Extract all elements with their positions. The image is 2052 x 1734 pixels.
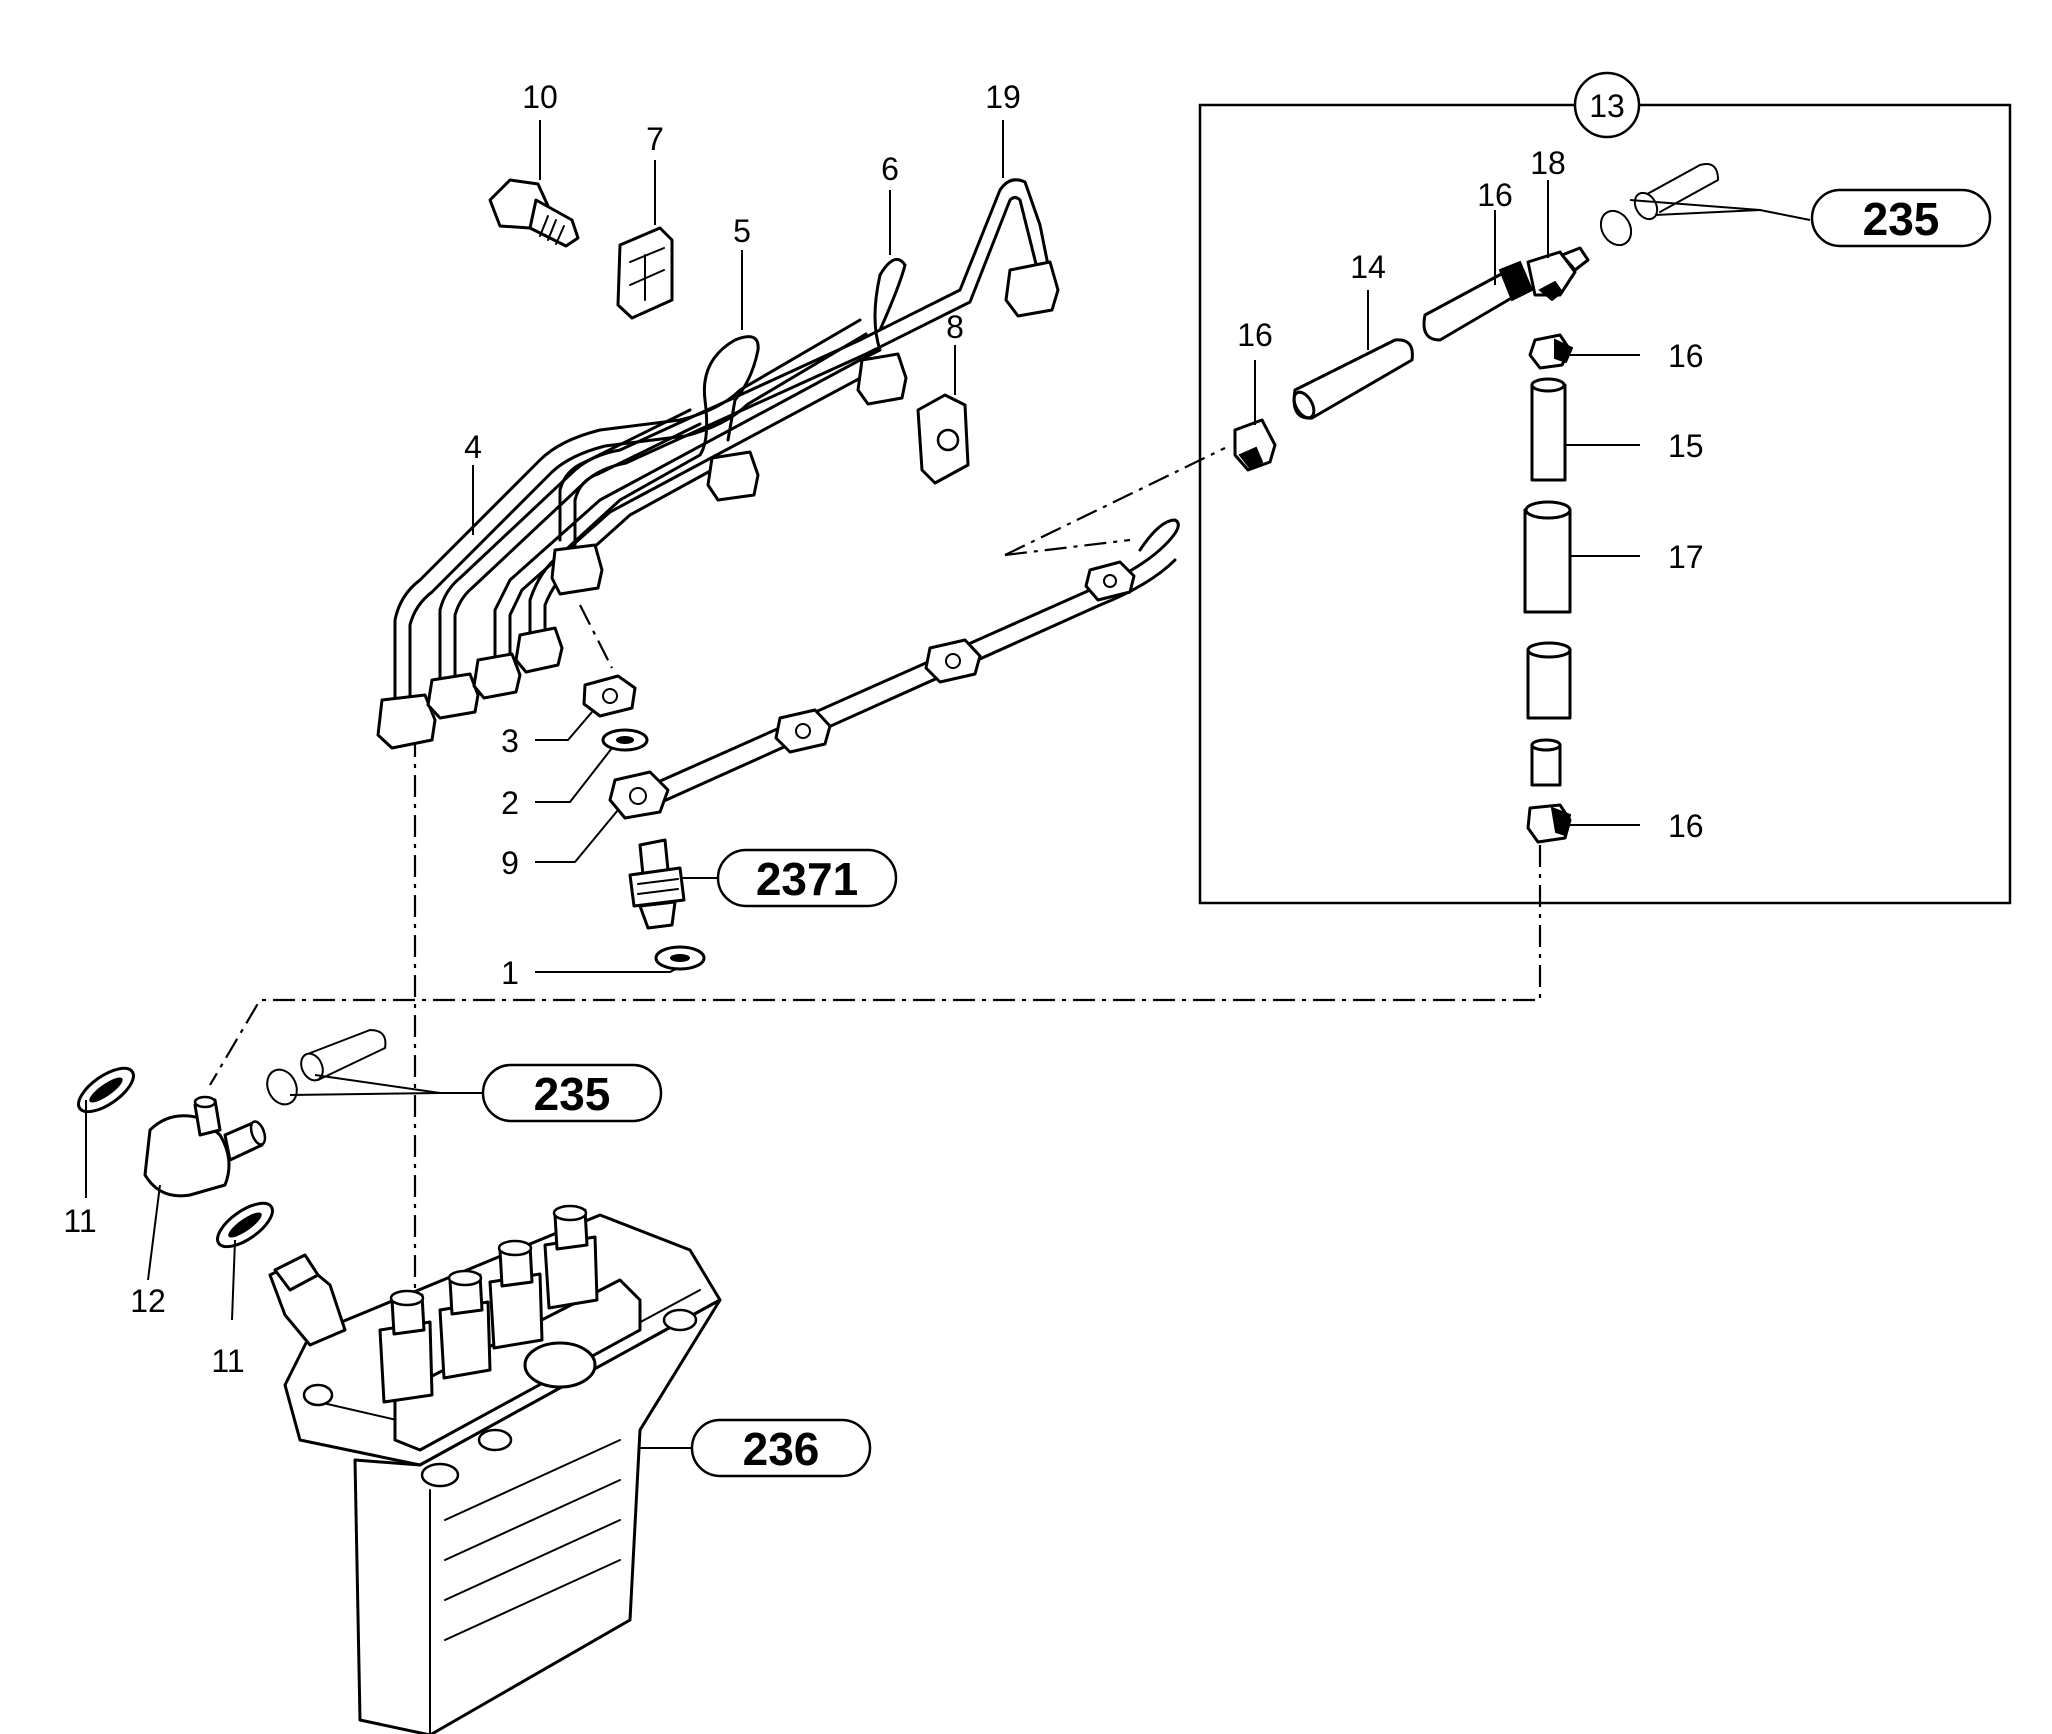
injector-2371 [628, 838, 686, 930]
label-16-right: 16 [1668, 338, 1704, 374]
label-15: 15 [1668, 428, 1704, 464]
leak-off-pipe-9 [608, 518, 1180, 820]
nut-3 [582, 674, 637, 718]
label-16-top: 16 [1477, 177, 1513, 213]
ref-callout-235-left: 235 [481, 1063, 663, 1123]
label-10: 10 [522, 79, 558, 115]
injection-pump-236 [268, 1204, 722, 1734]
label-11-right: 11 [211, 1343, 244, 1379]
ref-2371-label: 2371 [756, 853, 858, 905]
label-14: 14 [1350, 249, 1386, 285]
ref-callout-2371: 2371 [716, 848, 898, 908]
label-6: 6 [881, 151, 899, 187]
ref-callout-236: 236 [690, 1418, 872, 1478]
label-9: 9 [501, 845, 519, 881]
label-19: 19 [985, 79, 1021, 115]
pipe-nuts [376, 260, 1060, 750]
label-3: 3 [501, 723, 519, 759]
label-4: 4 [464, 429, 482, 465]
kit-parts [1233, 246, 1590, 844]
washer-2 [601, 728, 649, 752]
clip-7 [616, 226, 674, 320]
injection-pipes [393, 178, 1052, 717]
label-5: 5 [733, 213, 751, 249]
ref-235-left-label: 235 [534, 1068, 611, 1120]
label-8: 8 [946, 309, 964, 345]
label-16-left: 16 [1237, 317, 1273, 353]
kit-box-13 [1198, 71, 2012, 905]
label-1: 1 [501, 955, 519, 991]
label-2: 2 [501, 785, 519, 821]
dashed-leader-lines [209, 447, 1542, 1290]
part-numbers: 10 7 5 6 19 8 4 3 2 9 1 13 16 14 16 18 1… [63, 79, 1703, 1379]
bolt-10 [488, 178, 580, 248]
label-7: 7 [646, 121, 664, 157]
label-16-bottom: 16 [1668, 808, 1704, 844]
ref-236-label: 236 [743, 1423, 820, 1475]
hose-235-left [266, 1029, 387, 1106]
label-13: 13 [1589, 88, 1625, 124]
label-12: 12 [130, 1283, 166, 1319]
label-17: 17 [1668, 539, 1704, 575]
sealing-rings-11 [77, 1066, 274, 1249]
ref-callout-235-top: 235 [1810, 188, 1992, 248]
label-18: 18 [1530, 145, 1566, 181]
seal-ring-1 [654, 945, 706, 971]
hose-235-top [1599, 163, 1719, 247]
ref-235-top-label: 235 [1863, 193, 1940, 245]
label-11-left: 11 [63, 1203, 96, 1239]
leader-lines [85, 120, 1811, 1449]
banjo-fitting-12 [143, 1095, 267, 1198]
clamp-plate-8 [916, 393, 970, 485]
